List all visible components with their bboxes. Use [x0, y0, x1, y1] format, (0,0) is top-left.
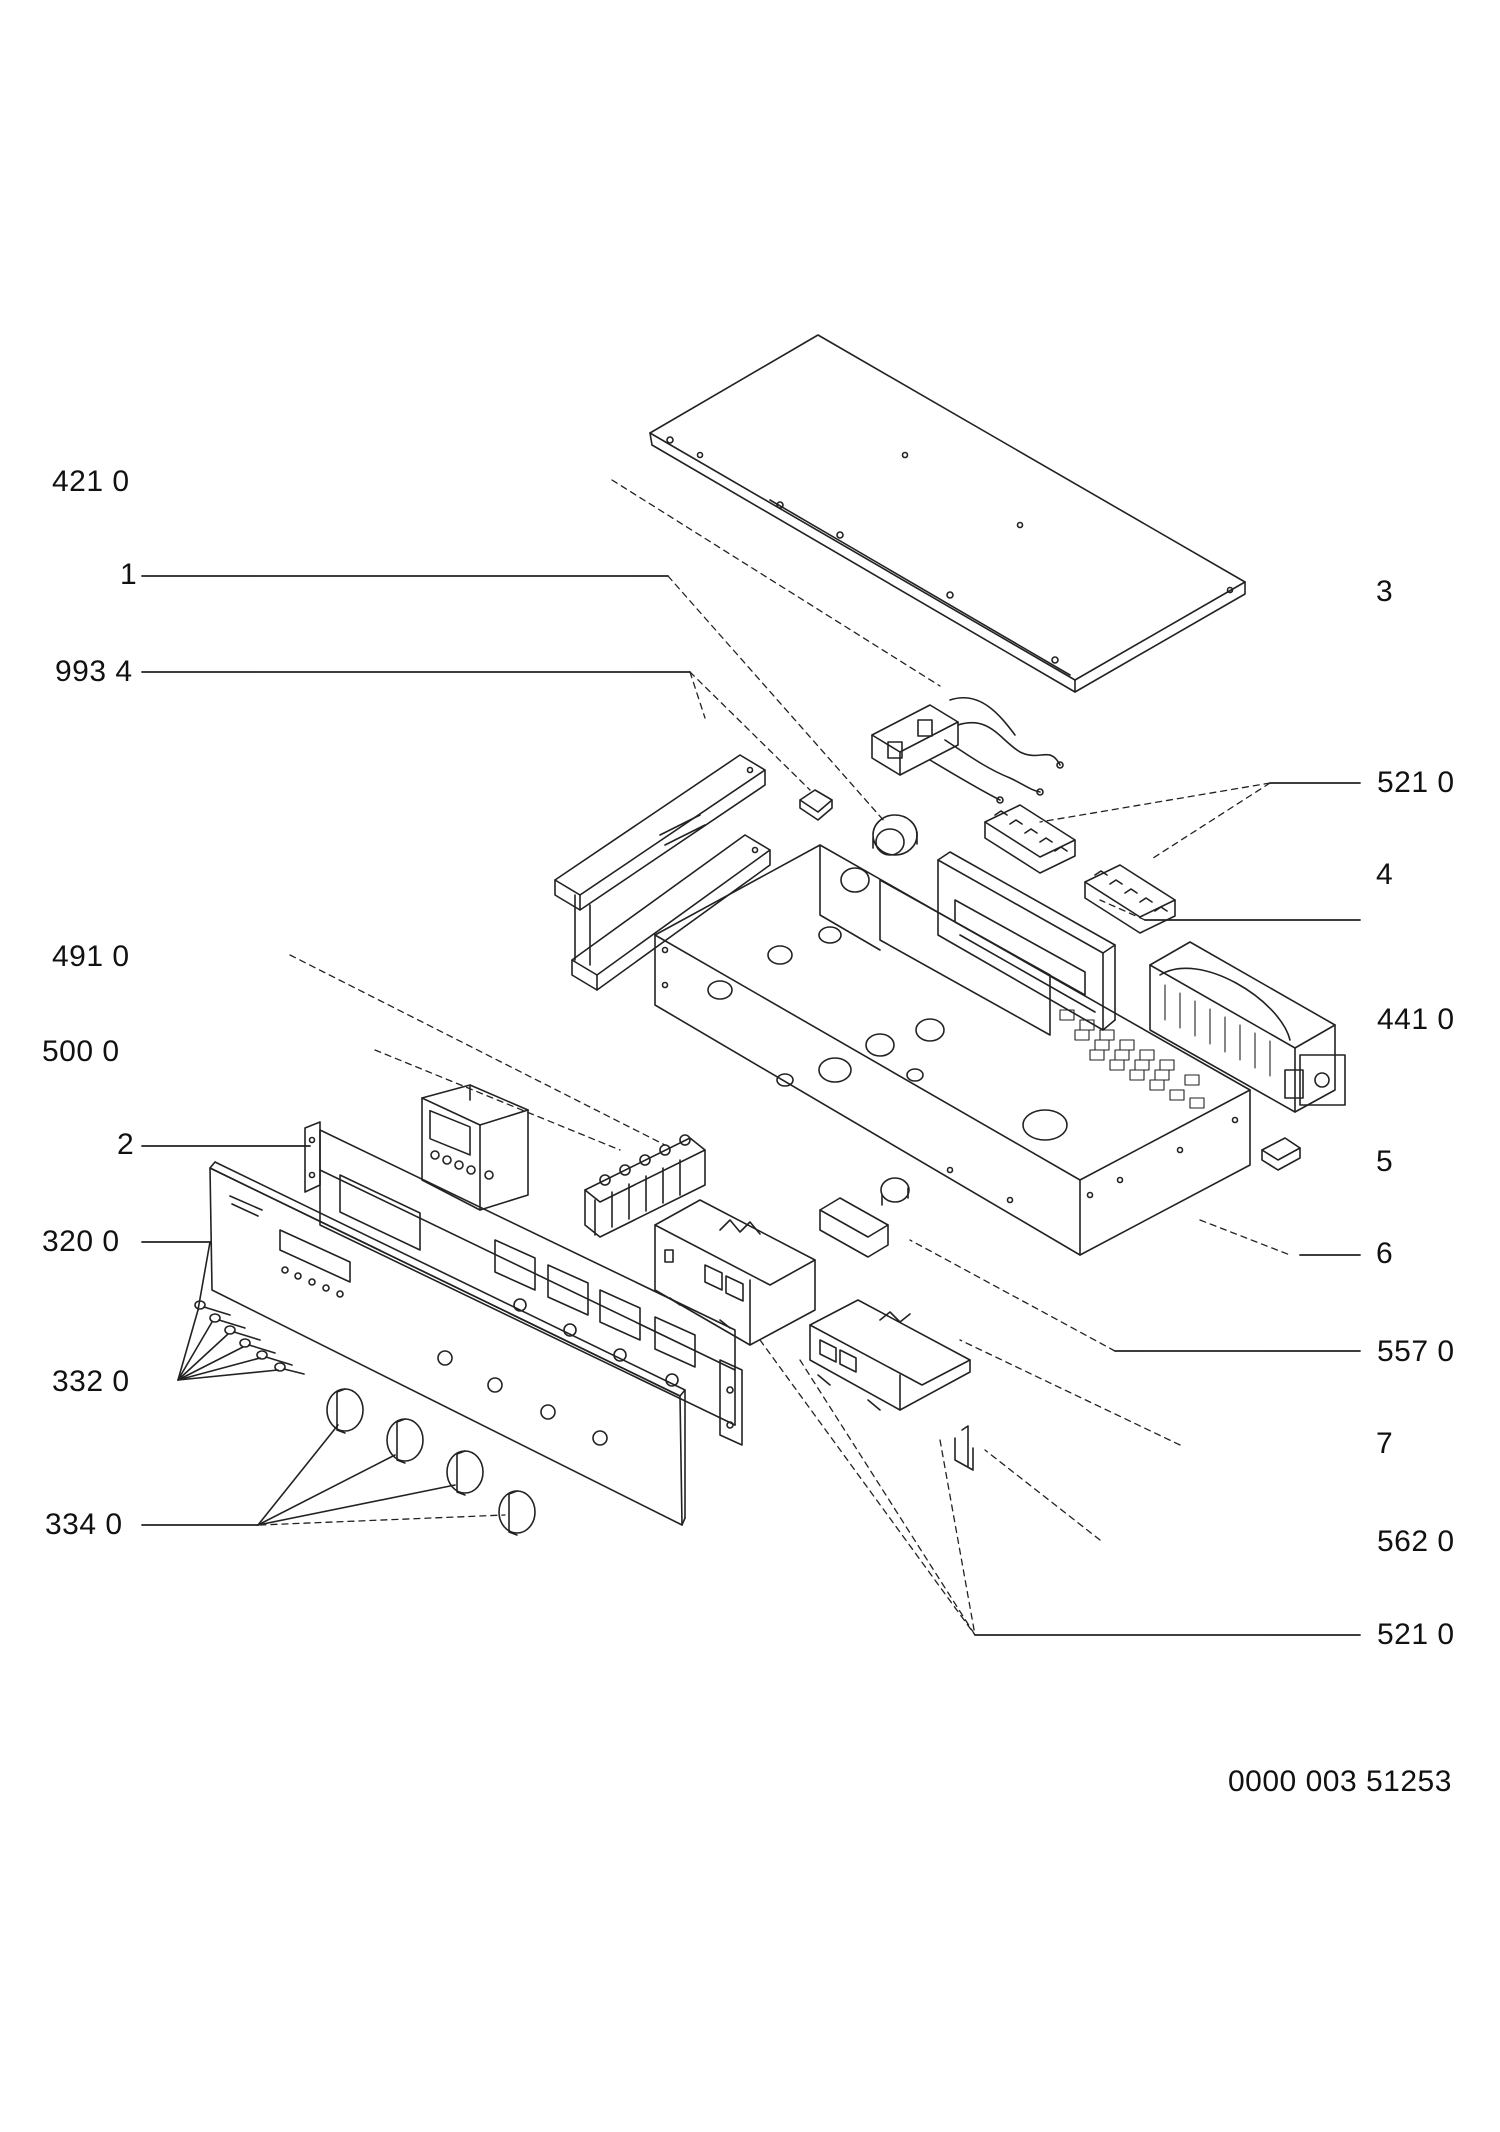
- label-562-0: 562 0: [1377, 1525, 1455, 1558]
- switch-unit-small: [809, 1299, 971, 1411]
- label-320-0: 320 0: [42, 1225, 120, 1258]
- screws: [177, 1241, 305, 1381]
- label-521-0-upper: 521 0: [1377, 766, 1455, 799]
- label-2: 2: [117, 1128, 135, 1161]
- label-421-0: 421 0: [52, 465, 130, 498]
- label-993-4: 993 4: [55, 655, 133, 688]
- document-number: 0000 003 51253: [1228, 1765, 1452, 1798]
- label-491-0: 491 0: [52, 940, 130, 973]
- top-cover-plate: [649, 334, 1246, 693]
- label-3: 3: [1376, 575, 1394, 608]
- switch-unit-large: [654, 1199, 816, 1346]
- label-6: 6: [1376, 1237, 1394, 1270]
- label-334-0: 334 0: [45, 1508, 123, 1541]
- label-500-0: 500 0: [42, 1035, 120, 1068]
- label-521-0-lower: 521 0: [1377, 1618, 1455, 1651]
- label-1: 1: [120, 558, 138, 591]
- label-557-0: 557 0: [1377, 1335, 1455, 1368]
- tangential-fan: [1149, 941, 1346, 1113]
- retaining-clip: [954, 1425, 974, 1471]
- thermostat: [872, 814, 918, 856]
- inner-panel-frame: [304, 1121, 743, 1446]
- small-clip: [799, 789, 833, 821]
- label-332-0: 332 0: [52, 1365, 130, 1398]
- leader-lines: [141, 575, 1361, 1636]
- projection-lines: [259, 479, 1291, 1636]
- terminal-strip: [584, 1134, 706, 1238]
- front-control-panel: [209, 1161, 686, 1526]
- label-5: 5: [1376, 1145, 1394, 1178]
- mounting-brackets: [554, 754, 771, 991]
- switch-block-upper: [871, 697, 1064, 804]
- control-knobs: [257, 1388, 536, 1536]
- lamp-holder: [819, 1177, 910, 1258]
- terminal-blocks: [984, 804, 1176, 934]
- label-7: 7: [1376, 1427, 1394, 1460]
- display-module: [421, 1084, 529, 1211]
- main-chassis-tray: [654, 844, 1251, 1256]
- label-441-0: 441 0: [1377, 1003, 1455, 1036]
- rear-panel-bracket: [937, 851, 1116, 1031]
- label-4: 4: [1376, 858, 1394, 891]
- small-bracket: [1261, 1137, 1301, 1171]
